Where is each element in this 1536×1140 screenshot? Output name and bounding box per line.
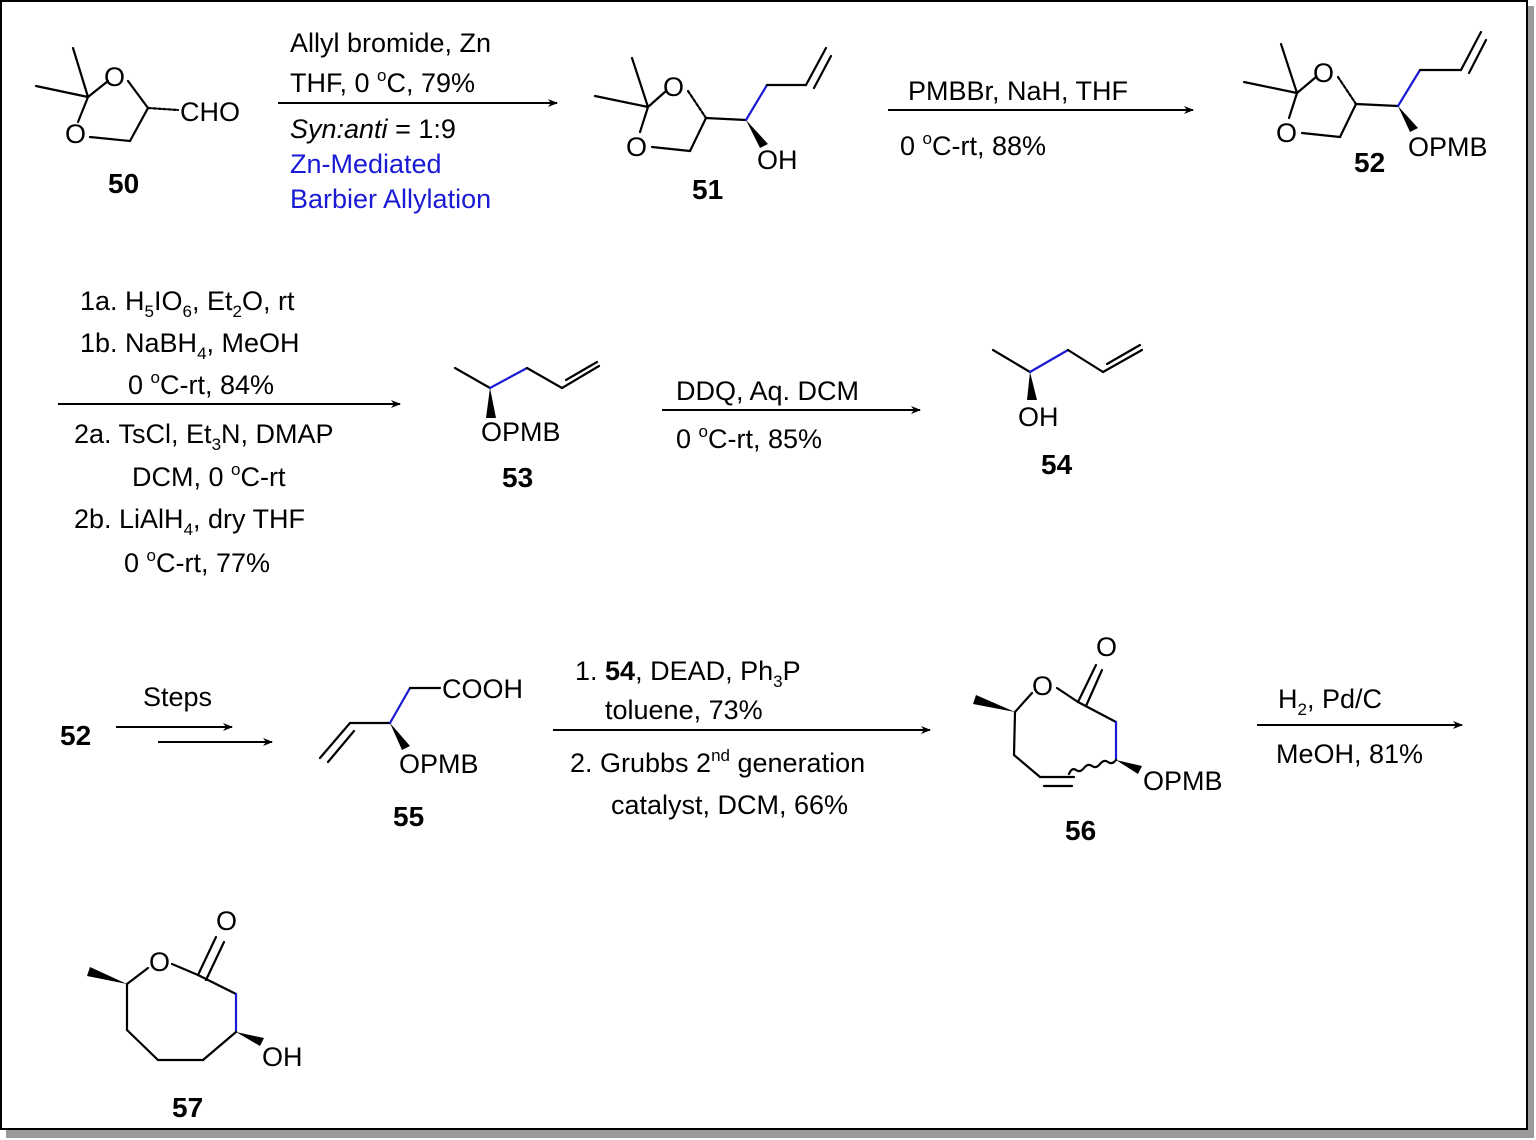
- step1-reagents: Allyl bromide, Zn: [290, 28, 491, 58]
- wedge-bond-53: [486, 388, 496, 418]
- atom-o-51b: O: [626, 132, 647, 162]
- compound-51-structure: [593, 46, 833, 153]
- step1-method-line2: Barbier Allylation: [290, 184, 491, 214]
- step3-line4: 2a. TsCl, Et3N, DMAP: [74, 419, 334, 454]
- compound-50-structure: [34, 46, 180, 143]
- atom-oh-51: OH: [757, 145, 798, 175]
- atom-opmb-53: OPMB: [481, 417, 561, 447]
- step6-line2: toluene, 73%: [605, 695, 763, 725]
- atom-o-56-ring: O: [1032, 671, 1053, 701]
- step4-reagents: DDQ, Aq. DCM: [676, 376, 859, 406]
- step7-conditions: MeOH, 81%: [1276, 739, 1423, 769]
- step3-line3: 0 oC-rt, 84%: [128, 368, 274, 400]
- wedge-bond-57a: [87, 967, 127, 984]
- atom-oh-54: OH: [1018, 402, 1059, 432]
- step3-line5: DCM, 0 oC-rt: [132, 460, 286, 492]
- step3-line6: 2b. LiAlH4, dry THF: [74, 504, 305, 539]
- wedge-bond-52: [1398, 106, 1418, 132]
- atom-o-57-ring: O: [149, 947, 170, 977]
- compound-label-50: 50: [108, 168, 139, 199]
- step2-reagents: PMBBr, NaH, THF: [908, 76, 1128, 106]
- wedge-bond-57b: [236, 1032, 264, 1046]
- atom-o-51a: O: [663, 72, 684, 102]
- atom-o-52b: O: [1276, 118, 1297, 148]
- step6-line3: 2. Grubbs 2nd generation: [570, 746, 865, 778]
- step3-line1: 1a. H5IO6, Et2O, rt: [80, 286, 295, 321]
- compound-55-structure: [318, 686, 442, 764]
- atom-opmb-52: OPMB: [1408, 132, 1488, 162]
- compound-label-56: 56: [1065, 815, 1096, 846]
- step4-conditions: 0 oC-rt, 85%: [676, 422, 822, 454]
- atom-o-50a: O: [104, 62, 125, 92]
- step6-line1: 1. 54, DEAD, Ph3P: [575, 656, 801, 691]
- compound-label-55: 55: [393, 801, 424, 832]
- step3-line2: 1b. NaBH4, MeOH: [80, 328, 300, 363]
- step2-conditions: 0 oC-rt, 88%: [900, 129, 1046, 161]
- compound-57-structure: [125, 935, 238, 1062]
- step1-conditions: THF, 0 oC, 79%: [290, 66, 475, 98]
- step6-line4: catalyst, DCM, 66%: [611, 790, 848, 820]
- step1-selectivity: Syn:anti = 1:9: [290, 114, 456, 144]
- wedge-bond-56a: [973, 695, 1015, 712]
- atom-o-56-carbonyl: O: [1096, 632, 1117, 662]
- compound-label-54: 54: [1041, 449, 1073, 480]
- compound-label-51: 51: [692, 174, 723, 205]
- compound-label-53: 53: [502, 462, 533, 493]
- wedge-bond-55: [390, 723, 410, 750]
- step1-method-line1: Zn-Mediated: [290, 149, 442, 179]
- atom-o-50b: O: [65, 119, 86, 149]
- wedge-bond-51: [746, 120, 768, 148]
- atom-o-57-carbonyl: O: [216, 906, 237, 936]
- step7-reagents: H2, Pd/C: [1278, 684, 1382, 719]
- atom-cooh-55: COOH: [442, 674, 523, 704]
- atom-o-52a: O: [1313, 58, 1334, 88]
- step3-line7: 0 oC-rt, 77%: [124, 546, 270, 578]
- atom-cho-50: CHO: [180, 97, 240, 127]
- compound-52-structure: [1242, 30, 1488, 139]
- wedge-bond-54: [1027, 372, 1037, 400]
- compound-label-52-start: 52: [60, 720, 91, 751]
- compound-53-structure: [453, 360, 601, 390]
- compound-54-structure: [991, 343, 1144, 374]
- step5-label: Steps: [143, 682, 212, 712]
- compound-56-structure: [1012, 663, 1118, 788]
- atom-oh-57: OH: [262, 1042, 303, 1072]
- compound-label-57: 57: [172, 1092, 203, 1123]
- atom-opmb-56: OPMB: [1143, 766, 1223, 796]
- compound-label-52: 52: [1354, 147, 1385, 178]
- wedge-bond-56b: [1116, 760, 1142, 774]
- atom-opmb-55: OPMB: [399, 749, 479, 779]
